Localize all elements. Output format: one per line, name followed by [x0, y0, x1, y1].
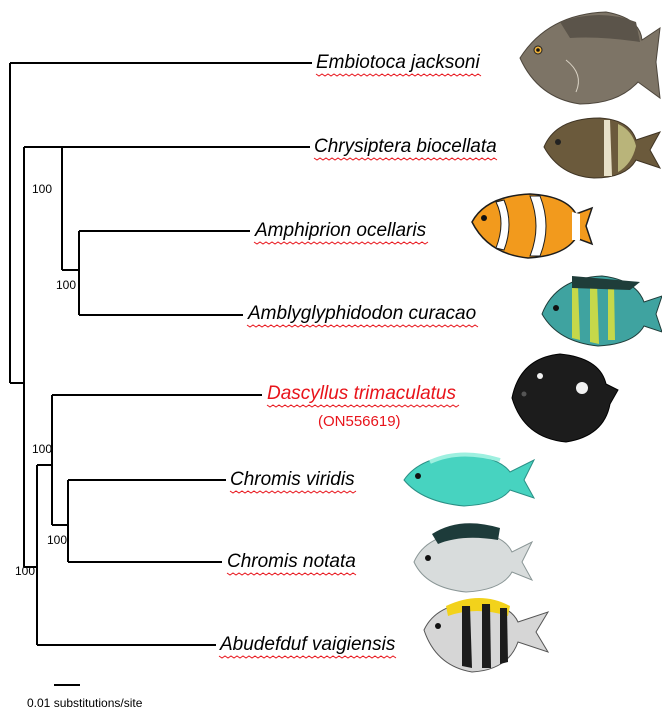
scale-bar: 0.01 substitutions/site [27, 685, 143, 710]
taxon-label-chromis-notata: Chromis notata [227, 551, 356, 572]
spellcheck-squiggle [247, 325, 478, 327]
scale-bar-label: 0.01 substitutions/site [27, 696, 143, 710]
taxon-label-chrysiptera: Chrysiptera biocellata [314, 136, 497, 157]
spellcheck-squiggle [227, 573, 356, 575]
fish-chromis-viridis-illustration [404, 454, 534, 506]
spellcheck-squiggle [316, 74, 481, 76]
spellcheck-squiggle [230, 491, 356, 493]
support-value: 100 [56, 278, 76, 292]
fish-chrysiptera-illustration [544, 118, 660, 178]
fish-chromis-notata-illustration [414, 523, 532, 592]
support-value: 100 [32, 442, 52, 456]
taxon-label-amblyglyphidodon: Amblyglyphidodon curacao [247, 303, 476, 324]
taxon-label-embiotoca: Embiotoca jacksoni [316, 52, 480, 73]
fish-embiotoca-illustration [520, 12, 660, 104]
fish-amphiprion-illustration [472, 194, 592, 258]
accession-number: (ON556619) [318, 413, 401, 430]
fish-illustrations [404, 12, 662, 672]
support-value: 100 [32, 182, 52, 196]
taxon-label-abudefduf: Abudefduf vaigiensis [219, 634, 396, 655]
support-value: 100 [15, 564, 35, 578]
spellcheck-squiggle [267, 405, 459, 407]
fish-dascyllus-illustration [512, 354, 618, 442]
spellcheck-squiggle [314, 158, 497, 160]
taxon-label-amphiprion: Amphiprion ocellaris [254, 220, 427, 241]
fish-abudefduf-illustration [424, 598, 548, 672]
fish-amblyglyphidodon-illustration [542, 276, 662, 346]
taxon-label-chromis-viridis: Chromis viridis [230, 469, 355, 490]
spellcheck-squiggle [254, 242, 428, 244]
taxon-label-dascyllus: Dascyllus trimaculatus [267, 383, 456, 404]
support-value: 100 [47, 533, 67, 547]
spellcheck-squiggle [219, 656, 396, 658]
